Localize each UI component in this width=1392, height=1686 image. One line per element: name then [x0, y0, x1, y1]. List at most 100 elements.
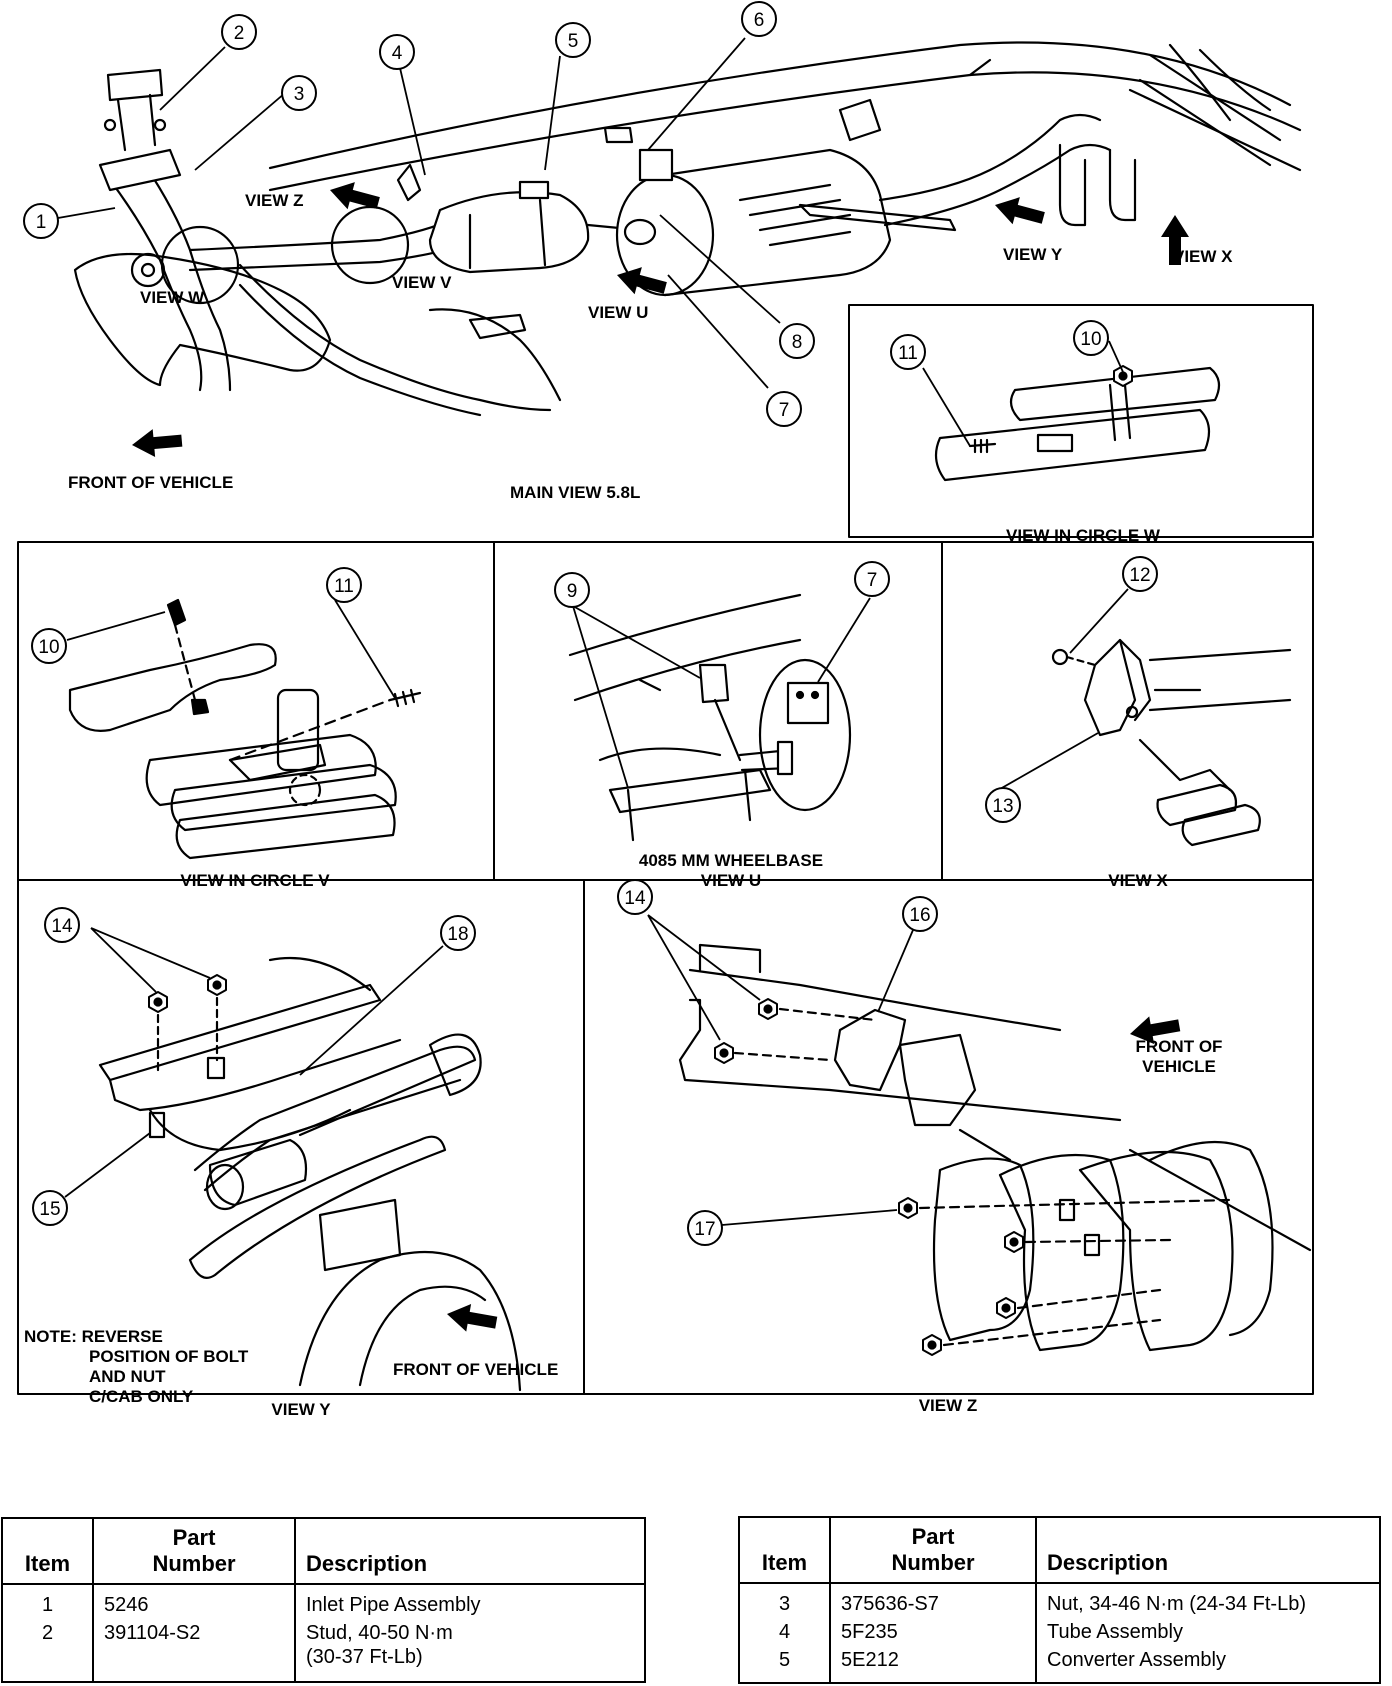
- item-cell: 2: [41, 1622, 54, 1644]
- callout-10-w: 10: [1073, 320, 1109, 356]
- svg-text:12: 12: [1129, 565, 1150, 586]
- item-cell: 5: [778, 1649, 791, 1671]
- svg-text:10: 10: [1080, 329, 1101, 350]
- view-z-title: VIEW Z: [919, 1396, 978, 1415]
- svg-text:2: 2: [234, 23, 245, 44]
- view-y-note-line4: C/CAB ONLY: [89, 1387, 194, 1406]
- svg-text:10: 10: [38, 637, 59, 658]
- view-y-front-label: FRONT OF VEHICLE: [393, 1360, 558, 1379]
- callout-4: 4: [379, 34, 415, 70]
- svg-text:6: 6: [754, 10, 765, 31]
- part-number-cell: 5F235: [829, 1618, 1036, 1646]
- callout-2: 2: [221, 14, 257, 50]
- view-u-title-line2: VIEW U: [701, 871, 761, 890]
- svg-text:11: 11: [334, 576, 354, 597]
- svg-text:18: 18: [447, 924, 468, 945]
- part-number-cell: 5E212: [829, 1646, 1036, 1683]
- table-row: 4 5F235 Tube Assembly: [739, 1618, 1380, 1646]
- view-z-front-line2: VEHICLE: [1142, 1057, 1216, 1076]
- item-cell: 4: [778, 1621, 791, 1643]
- callout-12: 12: [1122, 556, 1158, 592]
- header-description: Description: [294, 1518, 645, 1585]
- view-z-illustration: [678, 943, 1312, 1357]
- item-cell: 1: [41, 1594, 54, 1616]
- description-cell: Converter Assembly: [1035, 1646, 1380, 1683]
- description-cell: Tube Assembly: [1035, 1618, 1380, 1646]
- view-circle-v-illustration: [68, 598, 422, 860]
- circle-v-title: VIEW IN CIRCLE V: [180, 871, 330, 890]
- table-row: 5 5E212 Converter Assembly: [739, 1646, 1380, 1683]
- callout-18: 18: [440, 915, 476, 951]
- callout-3: 3: [281, 75, 317, 111]
- svg-text:3: 3: [294, 84, 305, 105]
- svg-text:7: 7: [867, 570, 878, 591]
- view-circle-w-illustration: [934, 364, 1221, 482]
- callout-11-w: 11: [890, 334, 926, 370]
- header-description: Description: [1035, 1517, 1380, 1584]
- svg-text:13: 13: [992, 796, 1013, 817]
- callout-14-y: 14: [44, 907, 80, 943]
- svg-text:14: 14: [51, 916, 73, 937]
- view-y-arrow-icon: [991, 191, 1047, 232]
- callout-1: 1: [23, 203, 59, 239]
- exhaust-system-diagram: 1 2 3 4 5 6 7 8 10 11 10 11 9 7 12 13 14…: [17, 1, 1314, 1419]
- view-y-note-line2: POSITION OF BOLT: [89, 1347, 249, 1366]
- part-number-cell: 375636-S7: [829, 1583, 1036, 1618]
- description-cell: Nut, 34-46 N·m (24-34 Ft-Lb): [1035, 1583, 1380, 1618]
- callout-8: 8: [779, 323, 815, 359]
- view-y-note-line1: NOTE: REVERSE: [24, 1327, 163, 1346]
- front-arrow-icon: [130, 426, 184, 459]
- callout-16: 16: [902, 896, 938, 932]
- callout-14-z: 14: [617, 879, 653, 915]
- view-z-front-line1: FRONT OF: [1136, 1037, 1223, 1056]
- part-number-cell: 5246: [92, 1584, 295, 1619]
- callout-11-v: 11: [326, 567, 362, 603]
- part-number-cell: 391104-S2: [92, 1619, 295, 1682]
- label-view-w: VIEW W: [140, 288, 205, 307]
- svg-text:14: 14: [624, 888, 646, 909]
- label-view-u: VIEW U: [588, 303, 648, 322]
- circle-w-title: VIEW IN CIRCLE W: [1006, 526, 1161, 545]
- svg-text:15: 15: [39, 1199, 60, 1220]
- callout-13: 13: [985, 787, 1021, 823]
- table-row: 3 375636-S7 Nut, 34-46 N·m (24-34 Ft-Lb): [739, 1583, 1380, 1618]
- callout-17: 17: [687, 1210, 723, 1246]
- svg-text:7: 7: [779, 400, 790, 421]
- item-cell: 3: [778, 1593, 791, 1615]
- svg-text:16: 16: [909, 905, 930, 926]
- view-y-title: VIEW Y: [271, 1400, 331, 1419]
- view-u-illustration: [568, 593, 852, 842]
- callout-9: 9: [554, 572, 590, 608]
- label-view-z: VIEW Z: [245, 191, 304, 210]
- table-row: 1 5246 Inlet Pipe Assembly: [2, 1584, 645, 1619]
- description-cell: Inlet Pipe Assembly: [294, 1584, 645, 1619]
- label-view-v: VIEW V: [392, 273, 452, 292]
- header-item: Item: [2, 1518, 93, 1585]
- view-u-title-line1: 4085 MM WHEELBASE: [639, 851, 823, 870]
- callout-5: 5: [555, 22, 591, 58]
- view-x-title: VIEW X: [1108, 871, 1168, 890]
- callout-6: 6: [741, 1, 777, 37]
- callout-15: 15: [32, 1190, 68, 1226]
- svg-text:11: 11: [898, 343, 918, 364]
- callout-10-v: 10: [31, 628, 67, 664]
- header-item: Item: [739, 1517, 830, 1584]
- label-front-of-vehicle: FRONT OF VEHICLE: [68, 473, 233, 492]
- view-x-illustration: [1051, 638, 1292, 847]
- main-view-title: MAIN VIEW 5.8L: [510, 483, 640, 502]
- callout-7-u: 7: [854, 561, 890, 597]
- label-view-x: VIEW X: [1173, 247, 1233, 266]
- svg-text:9: 9: [567, 581, 578, 602]
- table-row: 2 391104-S2 Stud, 40-50 N·m (30-37 Ft-Lb…: [2, 1619, 645, 1682]
- svg-text:17: 17: [694, 1219, 715, 1240]
- callout-7: 7: [766, 391, 802, 427]
- svg-text:5: 5: [568, 31, 579, 52]
- svg-text:4: 4: [392, 43, 403, 64]
- description-cell: Stud, 40-50 N·m (30-37 Ft-Lb): [294, 1619, 645, 1682]
- label-view-y: VIEW Y: [1003, 245, 1063, 264]
- view-y-front-arrow-icon: [444, 1300, 499, 1337]
